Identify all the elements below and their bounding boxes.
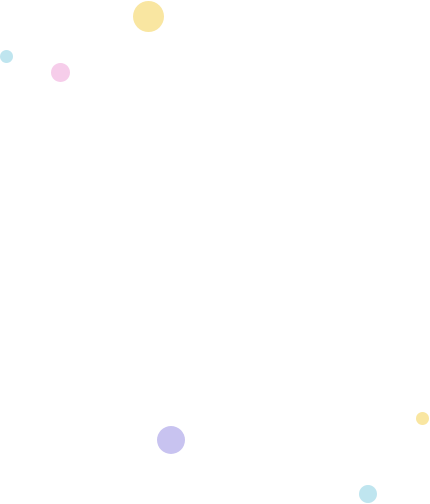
decorative-dot-blue-small (0, 50, 13, 63)
decorative-dot-purple (157, 426, 185, 454)
decorative-dot-pink (51, 63, 70, 82)
decorative-dot-yellow-small (416, 412, 429, 425)
decorative-dot-yellow-large (133, 1, 164, 32)
decorative-dot-blue (359, 485, 377, 503)
